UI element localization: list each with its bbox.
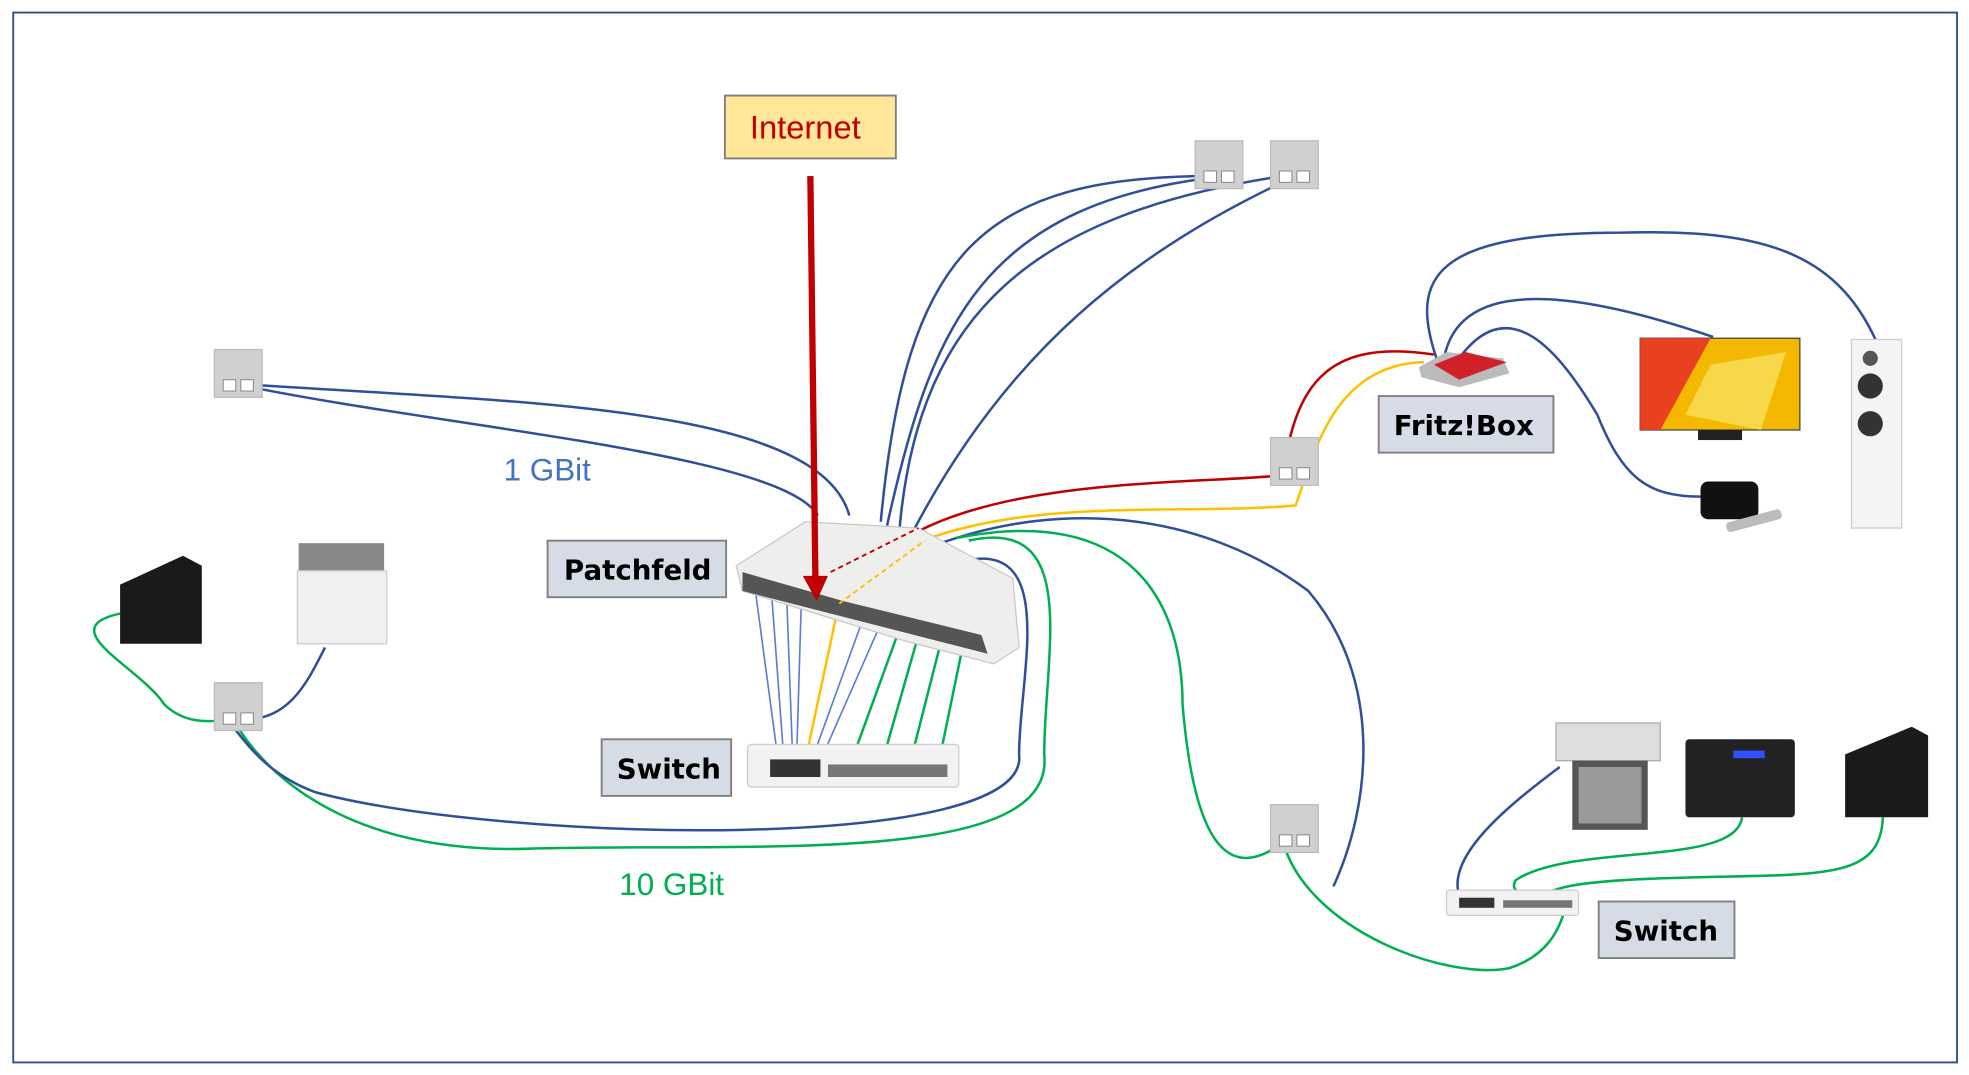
switch-office-label-box: Switch [1597,900,1736,960]
cable-1g [1425,230,1878,359]
switch-office-label: Switch [1614,914,1718,947]
apple-tv [1700,481,1782,533]
speed-10g-label: 10 GBit [619,867,724,902]
cable-1g [1442,297,1714,359]
cable-10g [232,536,1052,851]
pc-tower-left [120,555,202,644]
tv [1639,337,1801,441]
cable-1g [885,174,1227,526]
large-format-printer [1555,722,1661,830]
cable-1g [232,382,819,517]
printer [296,543,388,645]
cable-1g [1456,765,1561,896]
cable-1g [911,174,1297,534]
cables [92,174,1885,972]
nas [1685,739,1795,818]
cable-1g [1458,326,1701,498]
speaker [1850,338,1903,529]
wall-sockets [213,140,1319,854]
cable-1g [879,174,1214,522]
cable-10g [955,529,1284,860]
switch-main-label-box: Switch [600,738,733,797]
wall-socket [213,682,263,732]
cable-1g [226,557,1029,832]
patch-cord-1g [810,618,864,761]
patch-cord-1g [819,623,882,762]
speed-1g-label: 1 GBit [504,452,592,487]
network-switch-main [746,743,960,788]
patch-cord-1g [785,590,794,761]
cable-1g [233,382,851,516]
wall-socket [1269,804,1319,854]
cable-10g [1281,842,1568,972]
patch-cord-1g [795,593,803,761]
network-switch-office [1445,889,1580,916]
pc-tower-right [1845,726,1929,818]
cable-10g [92,612,228,723]
patchfeld-label: Patchfeld [564,554,712,587]
fritzbox-label: Fritz!Box [1394,409,1534,442]
patch-panel [735,521,1020,665]
internet-label: Internet [750,108,861,145]
patch-cord-1g [770,590,785,761]
internet-arrow [802,175,828,601]
wall-socket [213,348,263,398]
patch-cord-fritz [804,613,838,761]
internet-box: Internet [723,94,897,160]
cable-1g [898,174,1284,529]
cable-1g [936,517,1365,887]
cable-fritz [915,360,1424,545]
cable-wan [905,350,1435,540]
cable-10g [1539,817,1885,903]
fritzbox-router [1418,352,1510,388]
wall-socket [1194,140,1244,190]
patch-cord-1g [754,588,779,758]
switch-main-label: Switch [617,752,721,785]
patchfeld-label-box: Patchfeld [546,539,728,599]
fritzbox-label-box: Fritz!Box [1377,395,1555,454]
wall-socket [1269,140,1319,190]
wall-socket [1269,436,1319,486]
